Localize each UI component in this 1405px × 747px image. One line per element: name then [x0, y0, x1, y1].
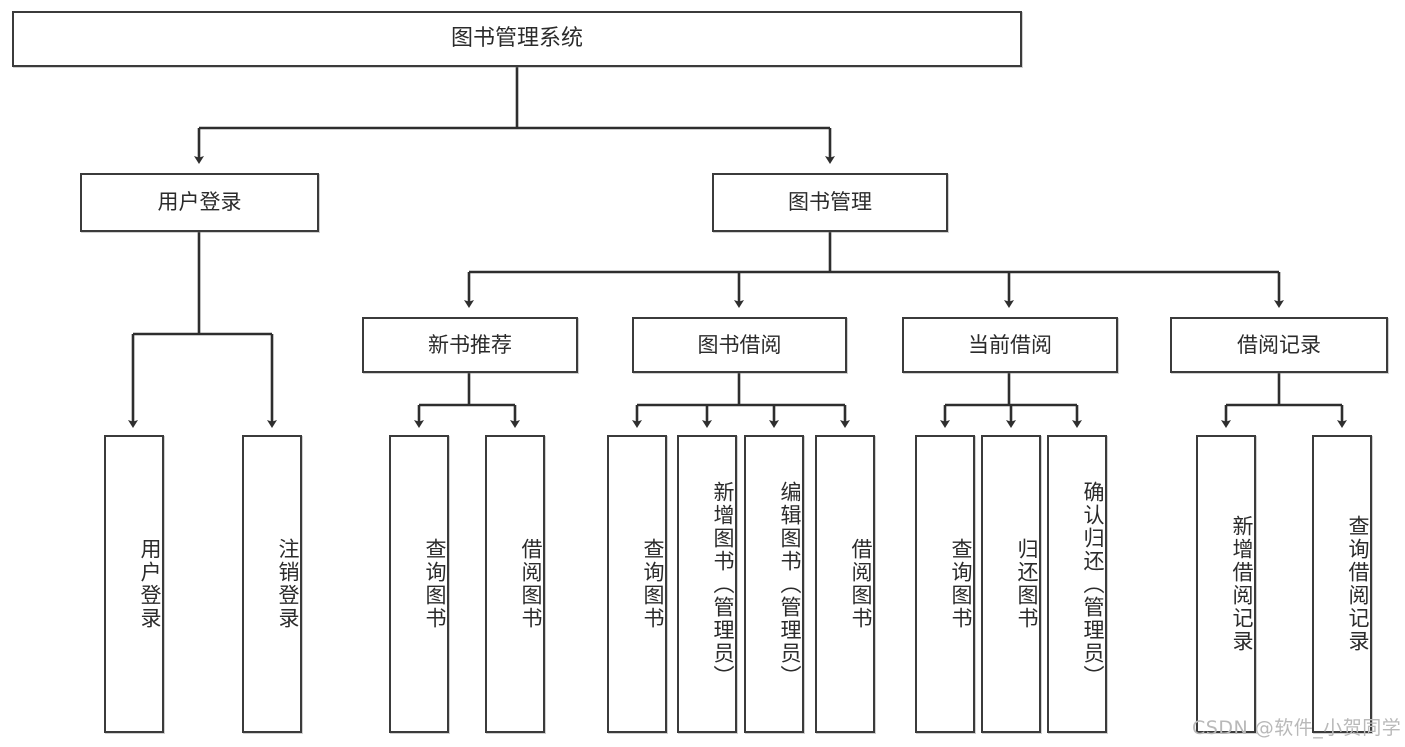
node-leaf-user-login-logout-label: 注销登录	[276, 538, 300, 630]
node-leaf-user-login-logout[interactable]: 注销登录	[242, 435, 302, 733]
node-borrow-record-label: 借阅记录	[1237, 332, 1321, 357]
node-current-borrow-label: 当前借阅	[968, 332, 1052, 357]
node-leaf-book-borrow-query-label: 查询图书	[641, 538, 665, 630]
node-book-manage-label: 图书管理	[788, 190, 872, 215]
node-new-book-recommend[interactable]: 新书推荐	[362, 317, 578, 373]
node-new-book-recommend-label: 新书推荐	[428, 332, 512, 357]
node-leaf-book-borrow-borrow[interactable]: 借阅图书	[815, 435, 875, 733]
node-root-system[interactable]: 图书管理系统	[12, 11, 1022, 67]
node-book-manage[interactable]: 图书管理	[712, 173, 948, 232]
node-leaf-new-book-borrow-label: 借阅图书	[519, 538, 543, 630]
node-leaf-current-borrow-return-label: 归还图书	[1015, 538, 1039, 630]
node-borrow-record[interactable]: 借阅记录	[1170, 317, 1388, 373]
node-leaf-borrow-record-add-label: 新增借阅记录	[1230, 515, 1254, 653]
node-leaf-user-login-login-label: 用户登录	[138, 538, 162, 630]
node-leaf-book-borrow-add-label: 新增图书（管理员）	[711, 480, 735, 688]
node-book-borrow-label: 图书借阅	[697, 332, 782, 357]
node-leaf-book-borrow-query[interactable]: 查询图书	[607, 435, 667, 733]
node-leaf-current-borrow-confirm-label: 确认归还（管理员）	[1081, 480, 1105, 688]
node-user-login-label: 用户登录	[157, 190, 242, 215]
node-leaf-borrow-record-query-label: 查询借阅记录	[1346, 515, 1370, 653]
node-leaf-current-borrow-confirm[interactable]: 确认归还（管理员）	[1047, 435, 1107, 733]
node-leaf-book-borrow-borrow-label: 借阅图书	[849, 538, 873, 630]
node-leaf-book-borrow-edit-label: 编辑图书（管理员）	[778, 480, 802, 688]
node-leaf-current-borrow-return[interactable]: 归还图书	[981, 435, 1041, 733]
node-current-borrow[interactable]: 当前借阅	[902, 317, 1118, 373]
node-leaf-new-book-query[interactable]: 查询图书	[389, 435, 449, 733]
node-user-login[interactable]: 用户登录	[80, 173, 319, 232]
node-leaf-current-borrow-query[interactable]: 查询图书	[915, 435, 975, 733]
node-leaf-new-book-query-label: 查询图书	[423, 538, 447, 630]
node-leaf-book-borrow-add[interactable]: 新增图书（管理员）	[677, 435, 737, 733]
node-leaf-borrow-record-add[interactable]: 新增借阅记录	[1196, 435, 1256, 733]
node-leaf-borrow-record-query[interactable]: 查询借阅记录	[1312, 435, 1372, 733]
node-leaf-new-book-borrow[interactable]: 借阅图书	[485, 435, 545, 733]
csdn-watermark: CSDN @软件_小贺同学	[1192, 717, 1402, 739]
node-root-system-label: 图书管理系统	[450, 26, 583, 52]
node-book-borrow[interactable]: 图书借阅	[632, 317, 847, 373]
node-leaf-current-borrow-query-label: 查询图书	[949, 538, 973, 630]
node-leaf-user-login-login[interactable]: 用户登录	[104, 435, 164, 733]
node-leaf-book-borrow-edit[interactable]: 编辑图书（管理员）	[744, 435, 804, 733]
